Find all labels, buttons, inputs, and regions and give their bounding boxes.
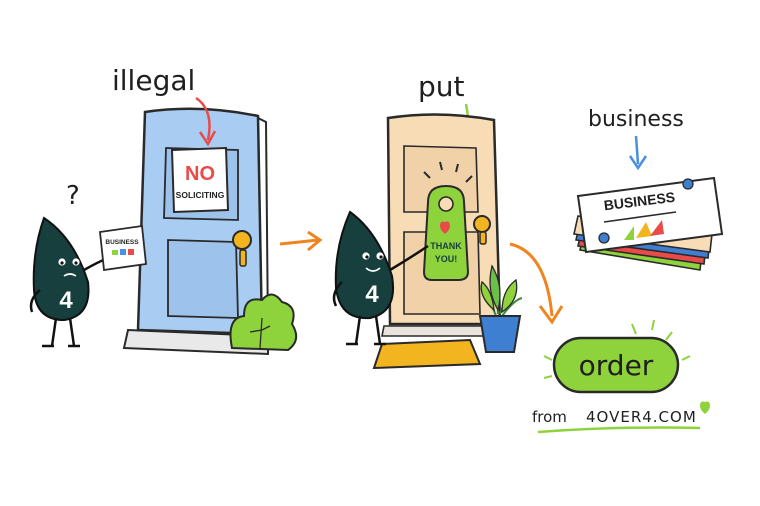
- left-bush: [229, 293, 298, 352]
- middle-door-knob: [473, 215, 491, 245]
- order-button[interactable]: order: [552, 336, 680, 394]
- label-illegal: illegal: [112, 64, 195, 97]
- question-mark: ?: [66, 181, 80, 211]
- doormat: [372, 338, 482, 370]
- illegal-arrow-head: [198, 130, 217, 147]
- mini-card-title: BUSINESS: [105, 239, 139, 246]
- left-door-knob: [232, 230, 252, 267]
- potted-plant: [478, 264, 523, 353]
- arrow-to-middle: [279, 230, 323, 252]
- hanger-line2: YOU!: [435, 254, 458, 264]
- door-hanger: THANK YOU!: [422, 184, 470, 281]
- hanger-glow: [423, 161, 473, 183]
- label-business: business: [588, 107, 684, 132]
- business-arrow: [634, 135, 640, 165]
- no-soliciting-sign: NO SOLICITING: [170, 146, 230, 214]
- footer-underline: [537, 426, 701, 434]
- mascot-left: 4: [29, 216, 109, 348]
- footer-site[interactable]: 4OVER4.COM: [586, 408, 697, 426]
- footer-heart-icon: [700, 401, 710, 414]
- sign-no-text: NO: [185, 163, 215, 185]
- mascot-middle-number: 4: [365, 281, 379, 308]
- mascot-middle: 4: [332, 210, 429, 346]
- mini-business-card: BUSINESS: [99, 224, 147, 272]
- left-door: [136, 107, 264, 336]
- mascot-left-number: 4: [59, 287, 73, 314]
- illegal-arrow: [195, 96, 211, 141]
- sign-soliciting-text: SOLICITING: [176, 190, 225, 200]
- footer-from: from: [532, 408, 567, 426]
- business-arrow-head: [628, 155, 648, 171]
- left-door-frame: [257, 117, 269, 337]
- order-sparkles: [543, 319, 691, 379]
- label-put: put: [418, 70, 465, 103]
- arrow-to-order: [509, 242, 564, 325]
- middle-door-sill: [381, 325, 499, 337]
- hanger-heart-icon: [440, 221, 450, 234]
- hanger-line1: THANK: [430, 241, 462, 251]
- order-button-label: order: [579, 349, 654, 382]
- business-card-stack: BUSINESS: [573, 176, 724, 271]
